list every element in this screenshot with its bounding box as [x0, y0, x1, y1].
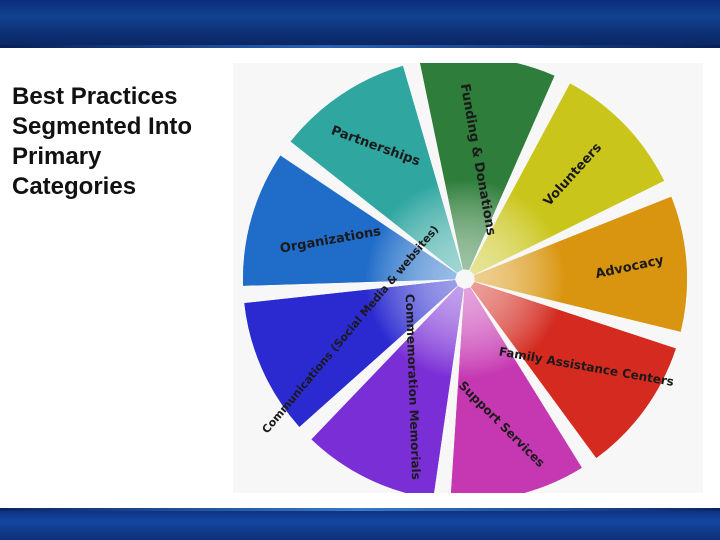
header-bar	[0, 0, 720, 48]
slide-title: Best Practices Segmented Into Primary Ca…	[12, 82, 237, 202]
footer-bar	[0, 508, 720, 540]
